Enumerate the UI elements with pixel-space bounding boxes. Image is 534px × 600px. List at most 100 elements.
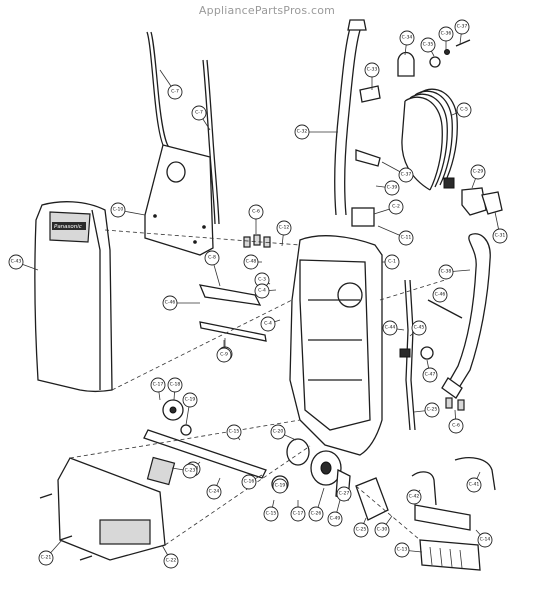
wheel-small-left: [180, 424, 192, 436]
callout-c-21: C-21: [38, 539, 63, 566]
bag-holder-rod-right-inner: [206, 59, 220, 225]
wire-clip: [359, 85, 381, 103]
callout-c-46b: C-46: [432, 287, 448, 303]
callout-bubble-c-20: [270, 424, 286, 440]
callout-bubble-c-11: [398, 230, 414, 246]
callout-label-c-15a: C-15: [229, 429, 240, 435]
callout-label-c-19b: C-19: [275, 483, 286, 489]
callout-label-c-11: C-11: [401, 235, 412, 241]
callout-c-26: C-26: [308, 487, 325, 522]
callout-label-c-43: C-43: [11, 259, 22, 265]
callout-bubble-c-32: [294, 124, 310, 140]
callout-label-c-49: C-49: [330, 516, 341, 522]
callout-bubble-c-46b: [432, 287, 448, 303]
callout-bubble-c-15b: [263, 506, 279, 522]
callout-label-c-1: C-1: [388, 259, 396, 265]
callout-c-25a: C-25: [413, 402, 440, 418]
callout-c-44: C-44: [382, 320, 405, 336]
callout-bubble-c-37b: [398, 167, 414, 183]
callout-label-c-4a: C-4: [264, 321, 272, 327]
callout-label-c-6b: C-6: [452, 423, 460, 429]
callout-c-25b: C-25: [353, 517, 369, 538]
callout-label-c-30: C-30: [377, 527, 388, 533]
filter-pad: [419, 539, 481, 571]
callout-c-7a: C-7: [159, 69, 183, 100]
watermark: AppliancePartsPros.com: [198, 4, 336, 17]
clamp-part: [397, 51, 415, 77]
main-body-inner: [299, 259, 371, 431]
callout-label-c-17a: C-17: [153, 382, 164, 388]
callout-bubble-c-26: [308, 506, 324, 522]
callout-bubble-c-4b: [254, 283, 270, 299]
callout-label-c-46a: C-46: [165, 300, 176, 306]
callout-c-6a: C-6: [248, 204, 264, 234]
callout-c-6b: C-6: [448, 409, 464, 434]
callout-bubble-c-24: [206, 484, 222, 500]
callout-layer: C-7C-7C-10C-43C-32C-33C-34C-35C-36C-37C-…: [8, 19, 508, 569]
callout-c-48: C-48: [243, 254, 262, 270]
callout-c-23: C-23: [171, 463, 198, 479]
callout-c-19a: C-19: [182, 392, 198, 426]
callout-c-2: C-2: [373, 199, 404, 215]
callout-bubble-c-5: [456, 102, 472, 118]
callout-label-c-27: C-27: [339, 491, 350, 497]
callout-label-c-6a: C-6: [252, 209, 260, 215]
callout-label-c-39: C-39: [387, 185, 398, 191]
callout-c-16: C-16: [241, 474, 263, 490]
callout-bubble-c-9: [216, 347, 232, 363]
callout-c-33: C-33: [364, 62, 380, 90]
callout-bubble-c-7b: [191, 105, 207, 121]
hose-fitting-upper: [461, 187, 487, 216]
front-cover-edge: [91, 209, 101, 390]
callout-label-c-47: C-47: [425, 372, 436, 378]
nut-part: [444, 49, 450, 55]
bag-holder-rod-right: [202, 59, 216, 225]
callout-label-c-37a: C-37: [457, 24, 468, 30]
callout-bubble-c-14: [477, 532, 493, 548]
callout-label-c-15b: C-15: [266, 511, 277, 517]
callout-bubble-c-42: [406, 489, 422, 505]
callout-bubble-c-6b: [448, 418, 464, 434]
bag-rivet-1: [153, 214, 157, 218]
callout-c-49: C-49: [327, 499, 343, 527]
callout-bubble-c-12: [276, 220, 292, 236]
terminal-group-lower: [445, 397, 465, 411]
spring-washer: [429, 56, 441, 68]
callout-label-c-8a: C-8: [208, 255, 216, 261]
callout-label-c-14: C-14: [480, 537, 491, 543]
callout-bubble-c-17a: [150, 377, 166, 393]
callout-c-39: C-39: [375, 180, 400, 196]
callout-c-4b: C-4: [254, 283, 277, 299]
bumper-bottom: [199, 321, 267, 342]
callout-label-c-44: C-44: [385, 325, 396, 331]
motor-gasket: [286, 438, 310, 466]
callout-bubble-c-38: [438, 264, 454, 280]
hose: [459, 233, 491, 387]
callout-bubble-c-30: [374, 522, 390, 538]
callout-bubble-c-21: [38, 550, 54, 566]
rod-part: [427, 299, 463, 319]
callout-c-9: C-9: [216, 340, 232, 363]
main-body-housing: [289, 235, 383, 456]
callout-c-20: C-20: [270, 424, 297, 441]
callout-label-c-37b: C-37: [401, 172, 412, 178]
callout-c-8a: C-8: [204, 250, 221, 287]
selector-knob: [420, 346, 434, 360]
callout-bubble-c-35: [420, 37, 436, 53]
callout-c-35: C-35: [420, 37, 436, 57]
callout-label-c-29: C-29: [473, 169, 484, 175]
callout-bubble-c-33: [364, 62, 380, 78]
callout-label-c-41: C-41: [469, 482, 480, 488]
callout-c-17b: C-17: [290, 500, 306, 522]
callout-label-c-48: C-48: [246, 259, 257, 265]
callout-label-c-32: C-32: [297, 129, 308, 135]
screw-2: [59, 535, 73, 541]
callout-bubble-c-43: [8, 254, 24, 270]
callout-c-3: C-3: [254, 272, 271, 288]
callout-c-11: C-11: [377, 225, 414, 246]
callout-c-45: C-45: [409, 320, 427, 337]
callout-bubble-c-46a: [162, 295, 178, 311]
hose-hook-right: [454, 457, 496, 491]
filter-screen: [146, 456, 176, 486]
